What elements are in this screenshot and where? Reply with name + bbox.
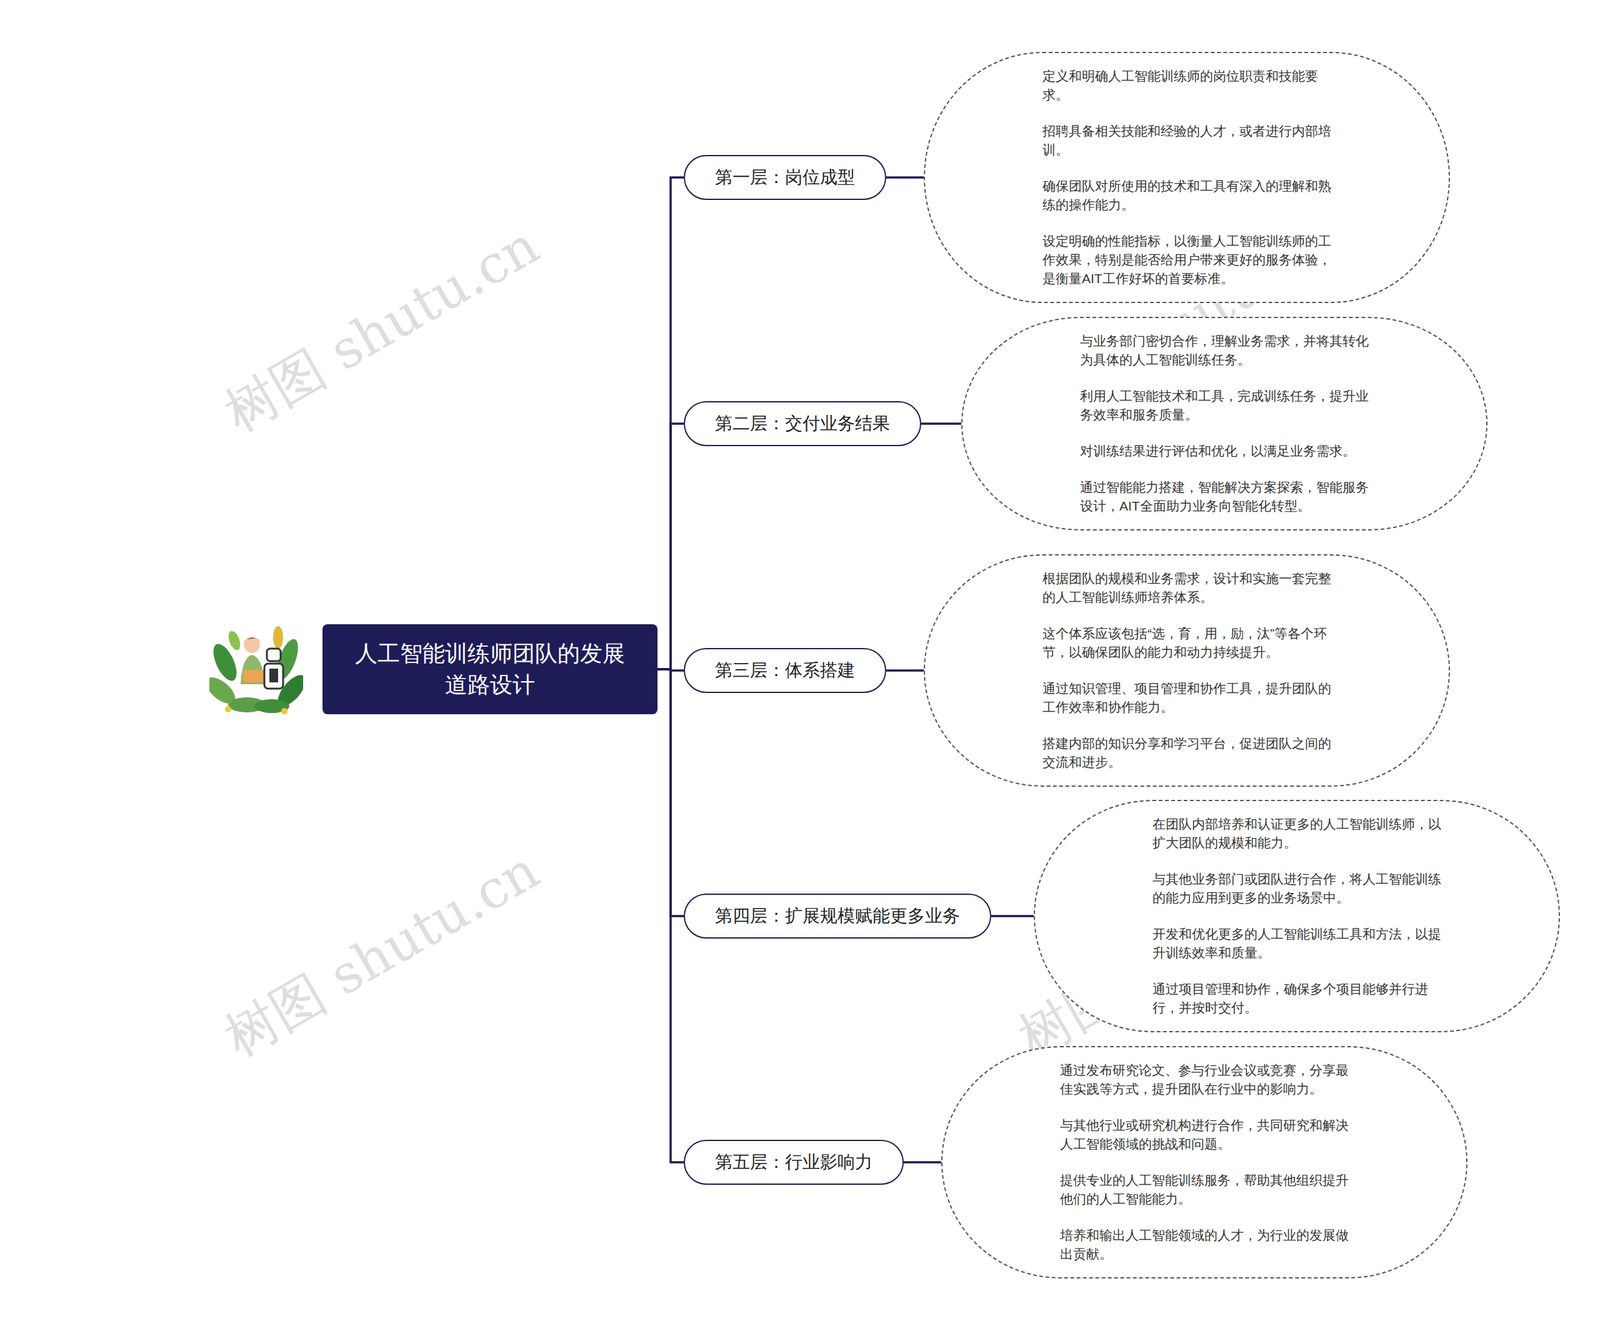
detail-text: 在团队内部培养和认证更多的人工智能训练师，以扩大团队的规模和能力。: [1152, 815, 1447, 853]
detail-text: 搭建内部的知识分享和学习平台，促进团队之间的交流和进步。: [1042, 734, 1337, 772]
level-pill: 第一层：岗位成型: [683, 155, 887, 200]
branch-connector: [657, 669, 684, 1163]
detail-text: 定义和明确人工智能训练师的岗位职责和技能要求。: [1042, 66, 1337, 105]
node-label: 人工智能训练师团队的发展道路设计: [351, 638, 629, 701]
detail-text: 开发和优化更多的人工智能训练工具和方法，以提升训练效率和质量。: [1152, 925, 1447, 963]
node-label: 第四层：扩展规模赋能更多业务: [715, 904, 960, 929]
node-label: 第二层：交付业务结果: [715, 411, 890, 436]
root-topic-box: 人工智能训练师团队的发展道路设计: [322, 624, 658, 715]
detail-text: 与业务部门密切合作，理解业务需求，并将其转化为具体的人工智能训练任务。: [1080, 331, 1374, 370]
node-label: 第一层：岗位成型: [715, 165, 855, 190]
branch-connector: [991, 915, 1034, 918]
detail-bubble: 通过发布研究论文、参与行业会议或竞赛，分享最佳实践等方式，提升团队在行业中的影响…: [941, 1046, 1468, 1279]
level-pill: 第三层：体系搭建: [683, 648, 887, 694]
detail-bubble: 定义和明确人工智能训练师的岗位职责和技能要求。招聘具备相关技能和经验的人才，或者…: [923, 51, 1450, 304]
detail-text: 提供专业的人工智能训练服务，帮助其他组织提升他们的人工智能能力。: [1060, 1171, 1354, 1209]
illustration: [209, 625, 304, 716]
detail-text: 确保团队对所使用的技术和工具有深入的理解和熟练的操作能力。: [1042, 176, 1337, 215]
detail-text: 培养和输出人工智能领域的人才，为行业的发展做出贡献。: [1060, 1226, 1354, 1264]
detail-text: 招聘具备相关技能和经验的人才，或者进行内部培训。: [1042, 121, 1337, 160]
watermark: 树图 shutu.cn: [211, 210, 552, 449]
detail-text: 根据团队的规模和业务需求，设计和实施一套完整的人工智能训练师培养体系。: [1042, 569, 1337, 607]
detail-text: 对训练结果进行评估和优化，以满足业务需求。: [1080, 441, 1374, 461]
detail-bubble: 根据团队的规模和业务需求，设计和实施一套完整的人工智能训练师培养体系。这个体系应…: [923, 554, 1450, 787]
detail-text: 设定明确的性能指标，以衡量人工智能训练师的工作效果，特别是能否给用户带来更好的服…: [1042, 231, 1337, 289]
node-label: 第五层：行业影响力: [715, 1150, 873, 1175]
branch-connector: [921, 422, 962, 425]
robot-figure: [264, 648, 284, 689]
plant-leaves: [209, 626, 304, 715]
level-pill: 第二层：交付业务结果: [683, 401, 922, 447]
detail-text: 通过智能能力搭建，智能解决方案探索，智能服务设计，AIT全面助力业务向智能化转型…: [1080, 478, 1374, 516]
branch-connector: [903, 1161, 942, 1164]
detail-text: 与其他行业或研究机构进行合作，共同研究和解决人工智能领域的挑战和问题。: [1060, 1116, 1354, 1154]
node-label: 第三层：体系搭建: [715, 658, 855, 683]
watermark: 树图 shutu.cn: [211, 835, 552, 1074]
detail-bubble: 在团队内部培养和认证更多的人工智能训练师，以扩大团队的规模和能力。与其他业务部门…: [1033, 800, 1560, 1033]
detail-bubble: 与业务部门密切合作，理解业务需求，并将其转化为具体的人工智能训练任务。利用人工智…: [961, 316, 1488, 531]
level-pill: 第四层：扩展规模赋能更多业务: [683, 893, 992, 939]
branch-connector: [886, 669, 924, 672]
person-figure: [240, 636, 265, 685]
detail-text: 通过知识管理、项目管理和协作工具，提升团队的工作效率和协作能力。: [1042, 679, 1337, 717]
branch-connector: [886, 176, 924, 179]
detail-text: 通过项目管理和协作，确保多个项目能够并行进行，并按时交付。: [1152, 980, 1447, 1018]
branch-connector: [657, 177, 684, 670]
detail-text: 利用人工智能技术和工具，完成训练任务，提升业务效率和服务质量。: [1080, 386, 1374, 425]
level-pill: 第五层：行业影响力: [683, 1140, 904, 1185]
detail-text: 这个体系应该包括“选，育，用，励，汰”等各个环节，以确保团队的能力和动力持续提升…: [1042, 624, 1337, 662]
detail-text: 通过发布研究论文、参与行业会议或竞赛，分享最佳实践等方式，提升团队在行业中的影响…: [1060, 1061, 1354, 1099]
branch-connector: [657, 423, 684, 670]
detail-text: 与其他业务部门或团队进行合作，将人工智能训练的能力应用到更多的业务场景中。: [1152, 870, 1447, 908]
